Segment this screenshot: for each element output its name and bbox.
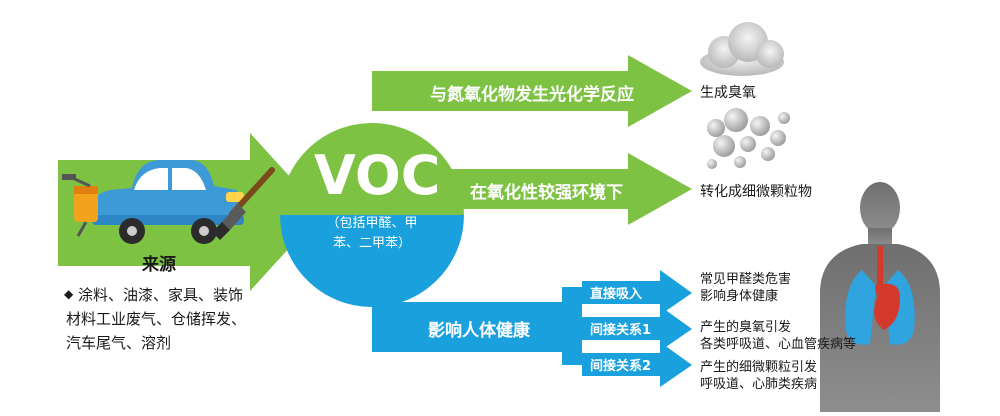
sub-result-2-line2: 各类呼吸道、心血管疾病等 [700, 337, 857, 352]
bottom-branch-trunk [562, 287, 582, 365]
bottom-branch-label: 影响人体健康 [428, 321, 530, 341]
sub-result-1-line1: 常见甲醛类危害 [700, 272, 792, 287]
sub-result-3-line2: 呼吸道、心肺类疾病 [700, 377, 818, 392]
bottom-branch-bar [372, 302, 572, 352]
source-heading: 来源 [142, 255, 176, 275]
voc-title: VOC [314, 144, 441, 207]
middle-branch-result: 转化成细微颗粒物 [700, 184, 812, 200]
paint-brush-icon [212, 167, 275, 240]
source-line-3: 汽车尾气、溶剂 [66, 334, 172, 352]
sub-label-2: 间接关系1 [590, 323, 652, 338]
particles-icon [707, 108, 790, 169]
cloud-icon [700, 22, 784, 76]
top-branch-label: 与氮氧化物发生光化学反应 [430, 85, 634, 105]
sub-label-3: 间接关系2 [590, 359, 652, 374]
sub-result-3-line1: 产生的细微颗粒引发 [700, 360, 818, 375]
source-bullet: ◆ [64, 287, 74, 301]
voc-subtitle-line2: 苯、二甲苯） [332, 236, 411, 251]
top-branch-result: 生成臭氧 [700, 85, 756, 101]
sub-result-1-line2: 影响身体健康 [700, 289, 779, 304]
source-line-2: 材料工业废气、仓储挥发、 [66, 310, 247, 328]
voc-circle-top [280, 123, 464, 215]
sub-arrow-2 [582, 306, 692, 351]
top-branch-arrow [372, 55, 692, 127]
human-lungs-heart-icon [820, 182, 940, 412]
paint-roller-icon [62, 174, 98, 237]
car-icon [87, 160, 244, 244]
sub-result-2-line1: 产生的臭氧引发 [700, 320, 792, 335]
voc-subtitle-line1: （包括甲醛、甲 [326, 216, 418, 231]
sub-arrow-1 [582, 270, 692, 315]
sub-label-1: 直接吸入 [590, 287, 643, 302]
middle-branch-label: 在氧化性较强环境下 [470, 183, 623, 203]
sub-arrow-3 [582, 342, 692, 387]
voc-circle-bottom [280, 215, 464, 307]
source-line-1: 涂料、油漆、家具、装饰 [78, 286, 244, 304]
